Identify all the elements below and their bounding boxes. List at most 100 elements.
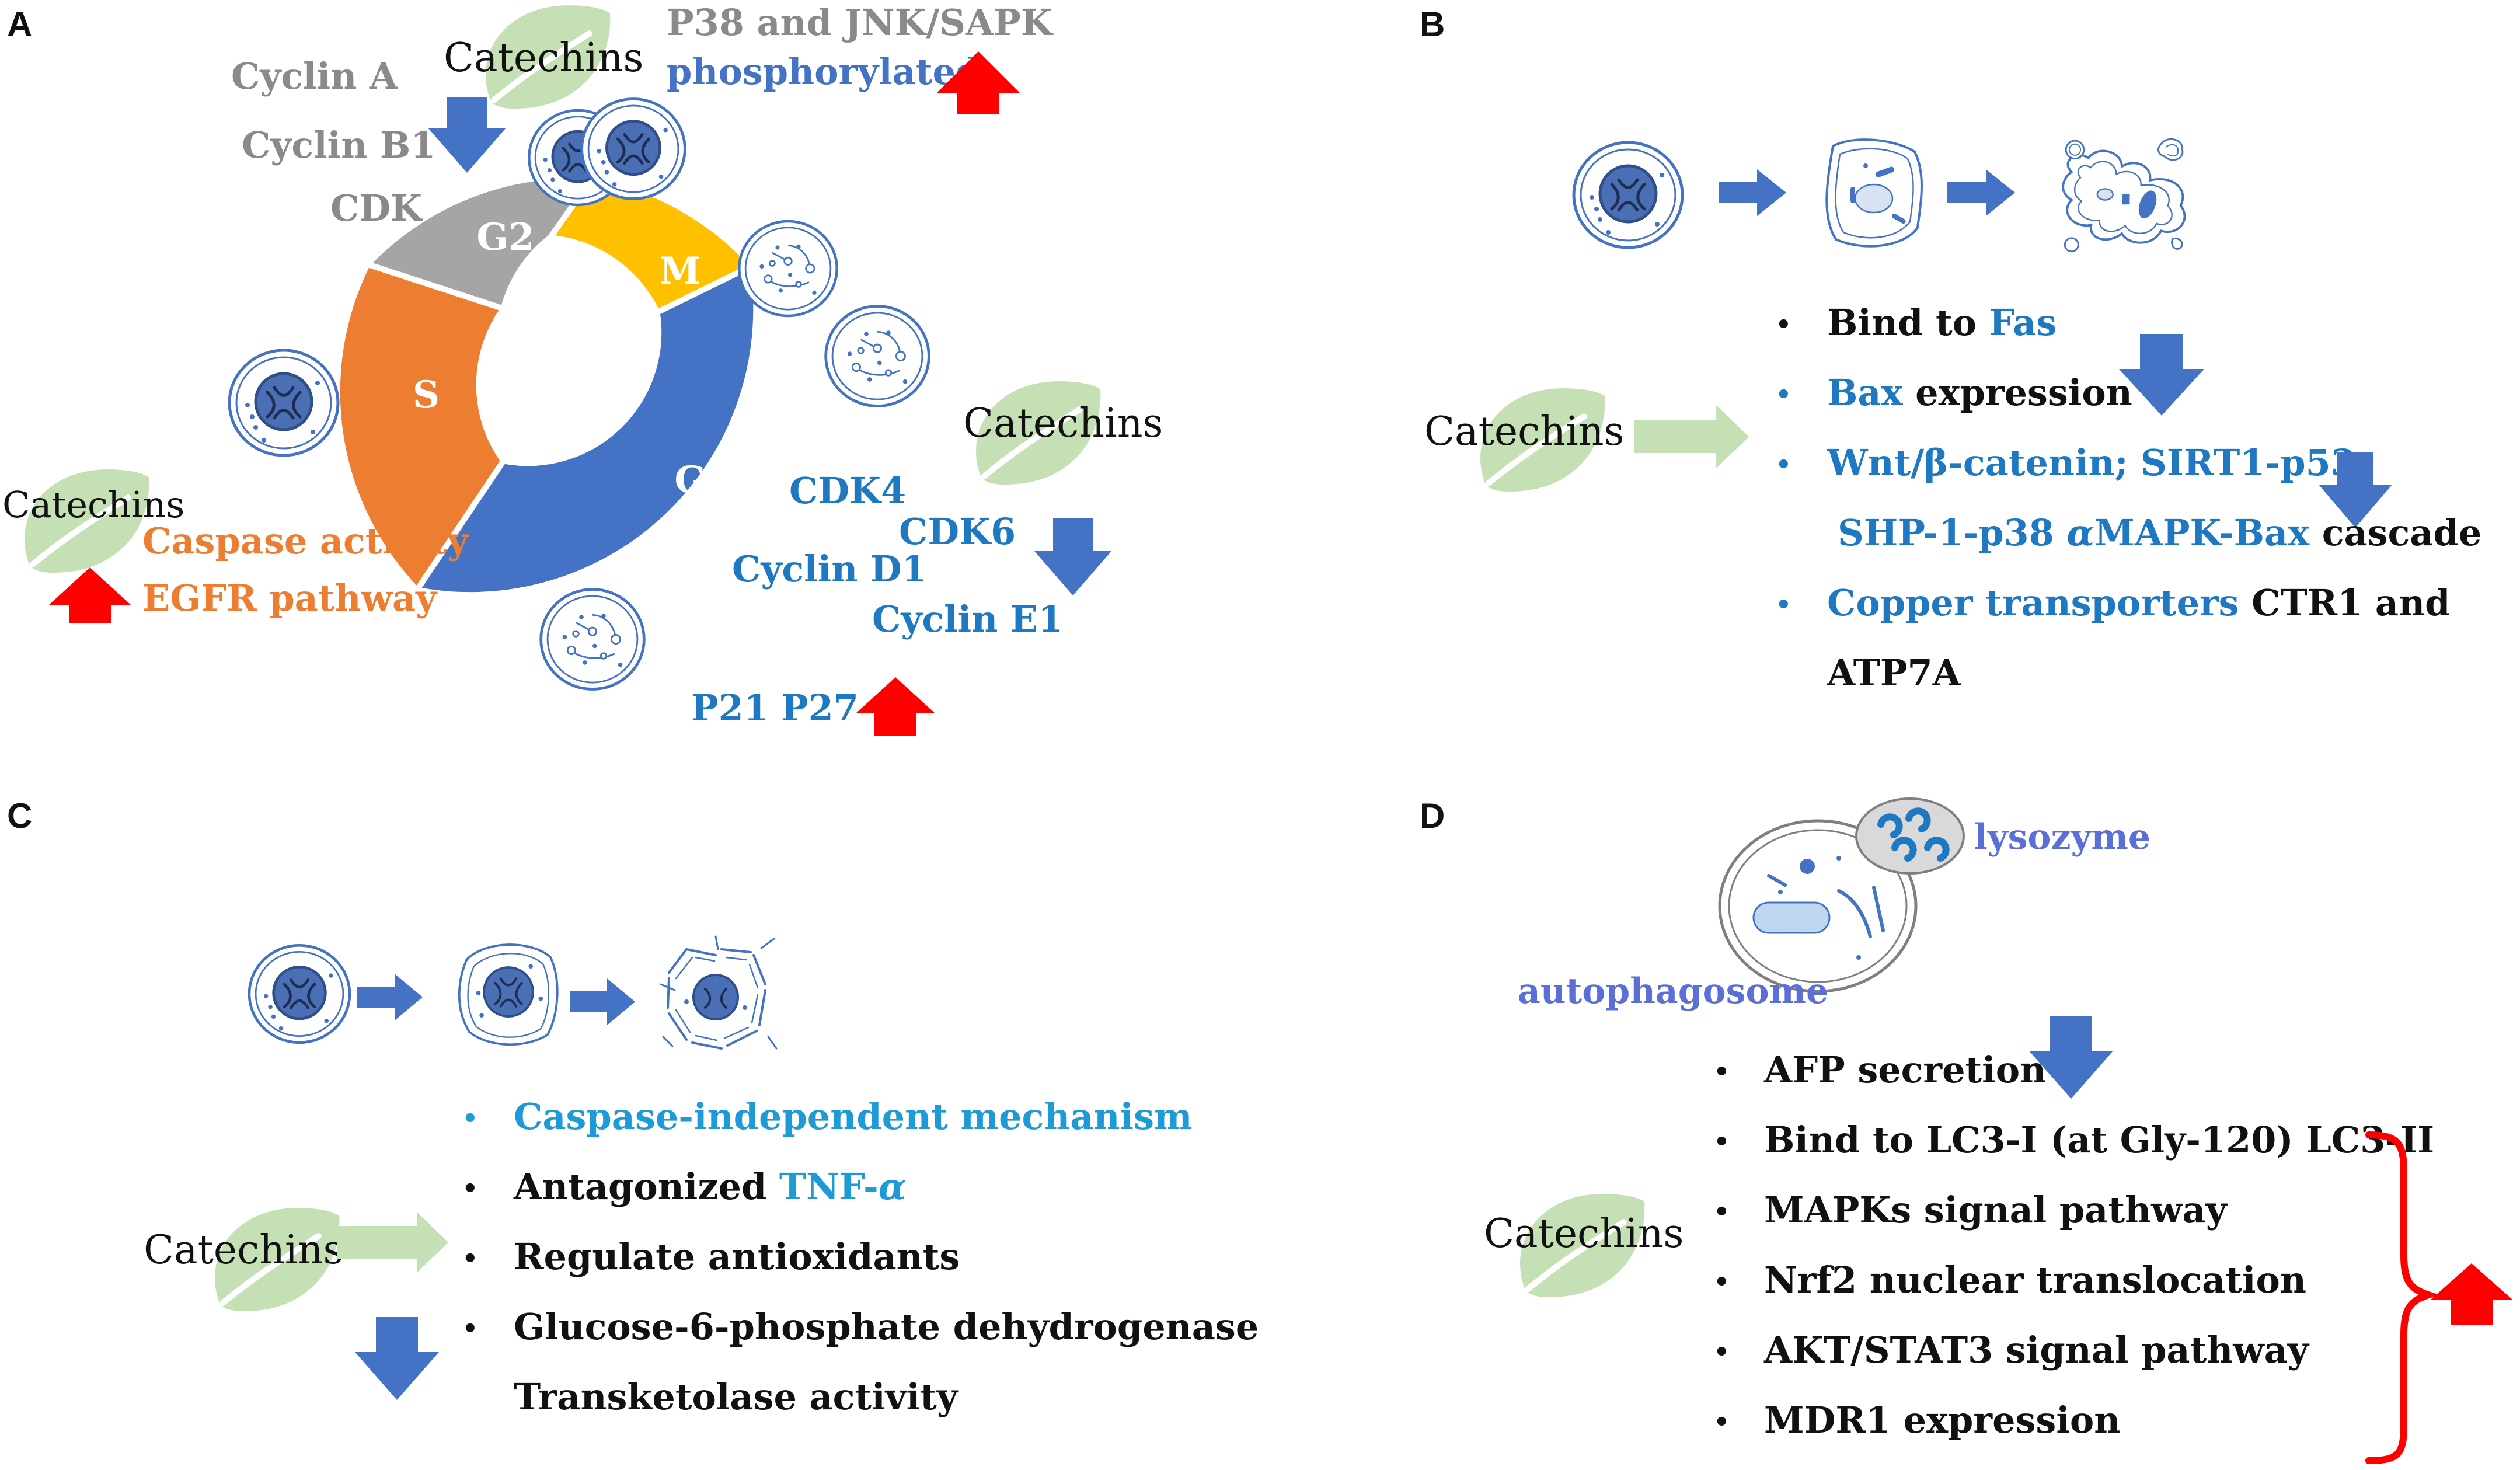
bullet-up: AKT/STAT3 signal pathway <box>1763 1329 2310 1371</box>
panel-a-label: A <box>7 5 32 44</box>
cell-icon <box>541 590 644 689</box>
cell-icon <box>229 350 338 455</box>
g1-item: Cyclin E1 <box>872 598 1063 640</box>
blue-right-arrow-icon <box>357 974 423 1020</box>
phase-m-label: M <box>660 249 701 293</box>
g1-item: CDK6 <box>899 510 1016 553</box>
green-right-arrow-icon <box>1634 405 1749 468</box>
bullet-marker: • <box>461 1102 479 1137</box>
g2-item: Cyclin A <box>231 55 398 97</box>
bullet-marker: • <box>1775 448 1793 483</box>
catechins-label: Catechins <box>1424 409 1624 455</box>
cell-icon <box>826 306 929 406</box>
g1-item: CDK4 <box>789 469 906 512</box>
blue-down-arrow-icon <box>1034 518 1111 595</box>
panel-c: C Catechins • Caspase-independent mechan… <box>7 796 1259 1418</box>
bullet-3: Wnt/β-catenin; SIRT1-p53; <box>1827 441 2369 484</box>
panel-b: B Catechins • Bind to Fas • Bax expressi… <box>1420 5 2481 694</box>
g2-item: CDK <box>330 187 423 229</box>
catechins-label: Catechins <box>144 1227 343 1273</box>
cell-icon <box>660 935 778 1050</box>
cell-icon <box>2062 138 2186 253</box>
autophagosome-label: autophagosome <box>1518 971 1828 1012</box>
panel-d: D lysozyme autophagosome Catechins • AFP… <box>1420 796 2512 1464</box>
bullet-1: Bind to Fas <box>1827 301 2057 344</box>
bullet-3-continued: SHP-1-p38 αMAPK-Bax cascade <box>1838 511 2481 554</box>
bullet-4-continued: Transketolase activity <box>514 1375 959 1418</box>
green-right-arrow-icon <box>337 1212 448 1273</box>
lysozyme-label: lysozyme <box>1974 817 2150 858</box>
phase-s-segment <box>334 260 508 595</box>
bullet-marker: • <box>1713 1265 1731 1300</box>
bullet-marker: • <box>1713 1195 1731 1230</box>
g2-item: Cyclin B1 <box>242 124 435 166</box>
blue-down-arrow-icon <box>2119 334 2204 416</box>
bullet-up: MDR1 expression <box>1764 1399 2120 1441</box>
cell-icon <box>249 945 350 1043</box>
catechins-label: Catechins <box>1484 1211 1684 1257</box>
p38-line1: P38 and JNK/SAPK <box>667 1 1054 44</box>
catechins-label: Catechins <box>2 483 184 526</box>
bullet-4-continued: ATP7A <box>1827 652 1961 694</box>
bullet-marker: • <box>461 1242 479 1277</box>
bullet-2: Bax expression <box>1827 371 2132 414</box>
red-up-arrow-icon <box>856 677 935 736</box>
autophagosome-icon <box>1718 819 1918 993</box>
blue-right-arrow-icon <box>1947 169 2015 216</box>
phase-g2-label: G2 <box>476 215 534 259</box>
red-up-arrow-icon <box>2431 1263 2512 1325</box>
bullet-1: Caspase-independent mechanism <box>514 1095 1193 1138</box>
blue-right-arrow-icon <box>570 978 635 1025</box>
bullet-down: AFP secretion <box>1763 1048 2046 1091</box>
bullet-3: Regulate antioxidants <box>514 1235 960 1278</box>
phase-g1-label: G1 <box>674 458 732 502</box>
cell-icon <box>582 99 685 199</box>
red-up-arrow-icon <box>49 567 131 623</box>
p21-label: P21 <box>691 687 769 729</box>
blue-down-arrow-icon <box>2029 1016 2113 1099</box>
cell-icon <box>458 943 559 1046</box>
s-up-item: Caspase activity <box>142 520 469 562</box>
bullet-4: Glucose-6-phosphate dehydrogenase <box>514 1305 1259 1348</box>
red-brace <box>2365 1131 2439 1464</box>
bullet-marker: • <box>1775 378 1793 413</box>
panel-c-label: C <box>7 796 32 835</box>
bullet-up: Nrf2 nuclear translocation <box>1764 1259 2306 1301</box>
blue-right-arrow-icon <box>1719 169 1786 216</box>
phase-s-label: S <box>413 373 440 417</box>
cell-cycle-ring: G1 S G2 M <box>334 172 759 598</box>
bullet-marker: • <box>1775 308 1793 343</box>
blue-down-arrow-icon <box>355 1317 439 1400</box>
catechins-label: Catechins <box>444 35 643 81</box>
bullet-marker: • <box>1713 1055 1731 1090</box>
bullet-up: Bind to LC3-I (at Gly-120) LC3-II <box>1764 1119 2434 1161</box>
phase-g1-segment <box>412 261 759 598</box>
p27-label: P27 <box>781 687 859 729</box>
panel-b-label: B <box>1420 5 1445 44</box>
bullet-4: Copper transporters CTR1 and <box>1827 581 2451 624</box>
bullet-marker: • <box>461 1172 479 1207</box>
s-up-item: EGFR pathway <box>142 577 438 619</box>
panel-a: A G1 S G2 M Catechins Catechins Catechin… <box>2 1 1163 736</box>
g1-item: Cyclin D1 <box>732 548 927 590</box>
red-up-arrow-icon <box>936 51 1020 114</box>
bullet-marker: • <box>1775 588 1793 623</box>
cell-icon <box>1574 142 1682 248</box>
bullet-marker: • <box>1713 1335 1731 1370</box>
lysozyme-icon <box>1855 797 1965 875</box>
bullet-marker: • <box>461 1312 479 1347</box>
cell-icon <box>739 221 836 316</box>
bullet-2: Antagonized TNF-α <box>513 1165 906 1208</box>
blue-down-arrow-icon <box>428 97 506 173</box>
bullet-up: MAPKs signal pathway <box>1764 1189 2228 1231</box>
cell-icon <box>1825 138 1923 248</box>
bullet-marker: • <box>1713 1125 1731 1160</box>
blue-down-arrow-icon <box>2319 452 2392 528</box>
panel-d-label: D <box>1420 796 1445 835</box>
catechins-label: Catechins <box>963 400 1163 447</box>
bullet-marker: • <box>1713 1405 1731 1440</box>
up-bullet-list: • Bind to LC3-I (at Gly-120) LC3-II • MA… <box>1713 1119 2434 1441</box>
p38-line2: phosphorylated <box>667 50 981 93</box>
